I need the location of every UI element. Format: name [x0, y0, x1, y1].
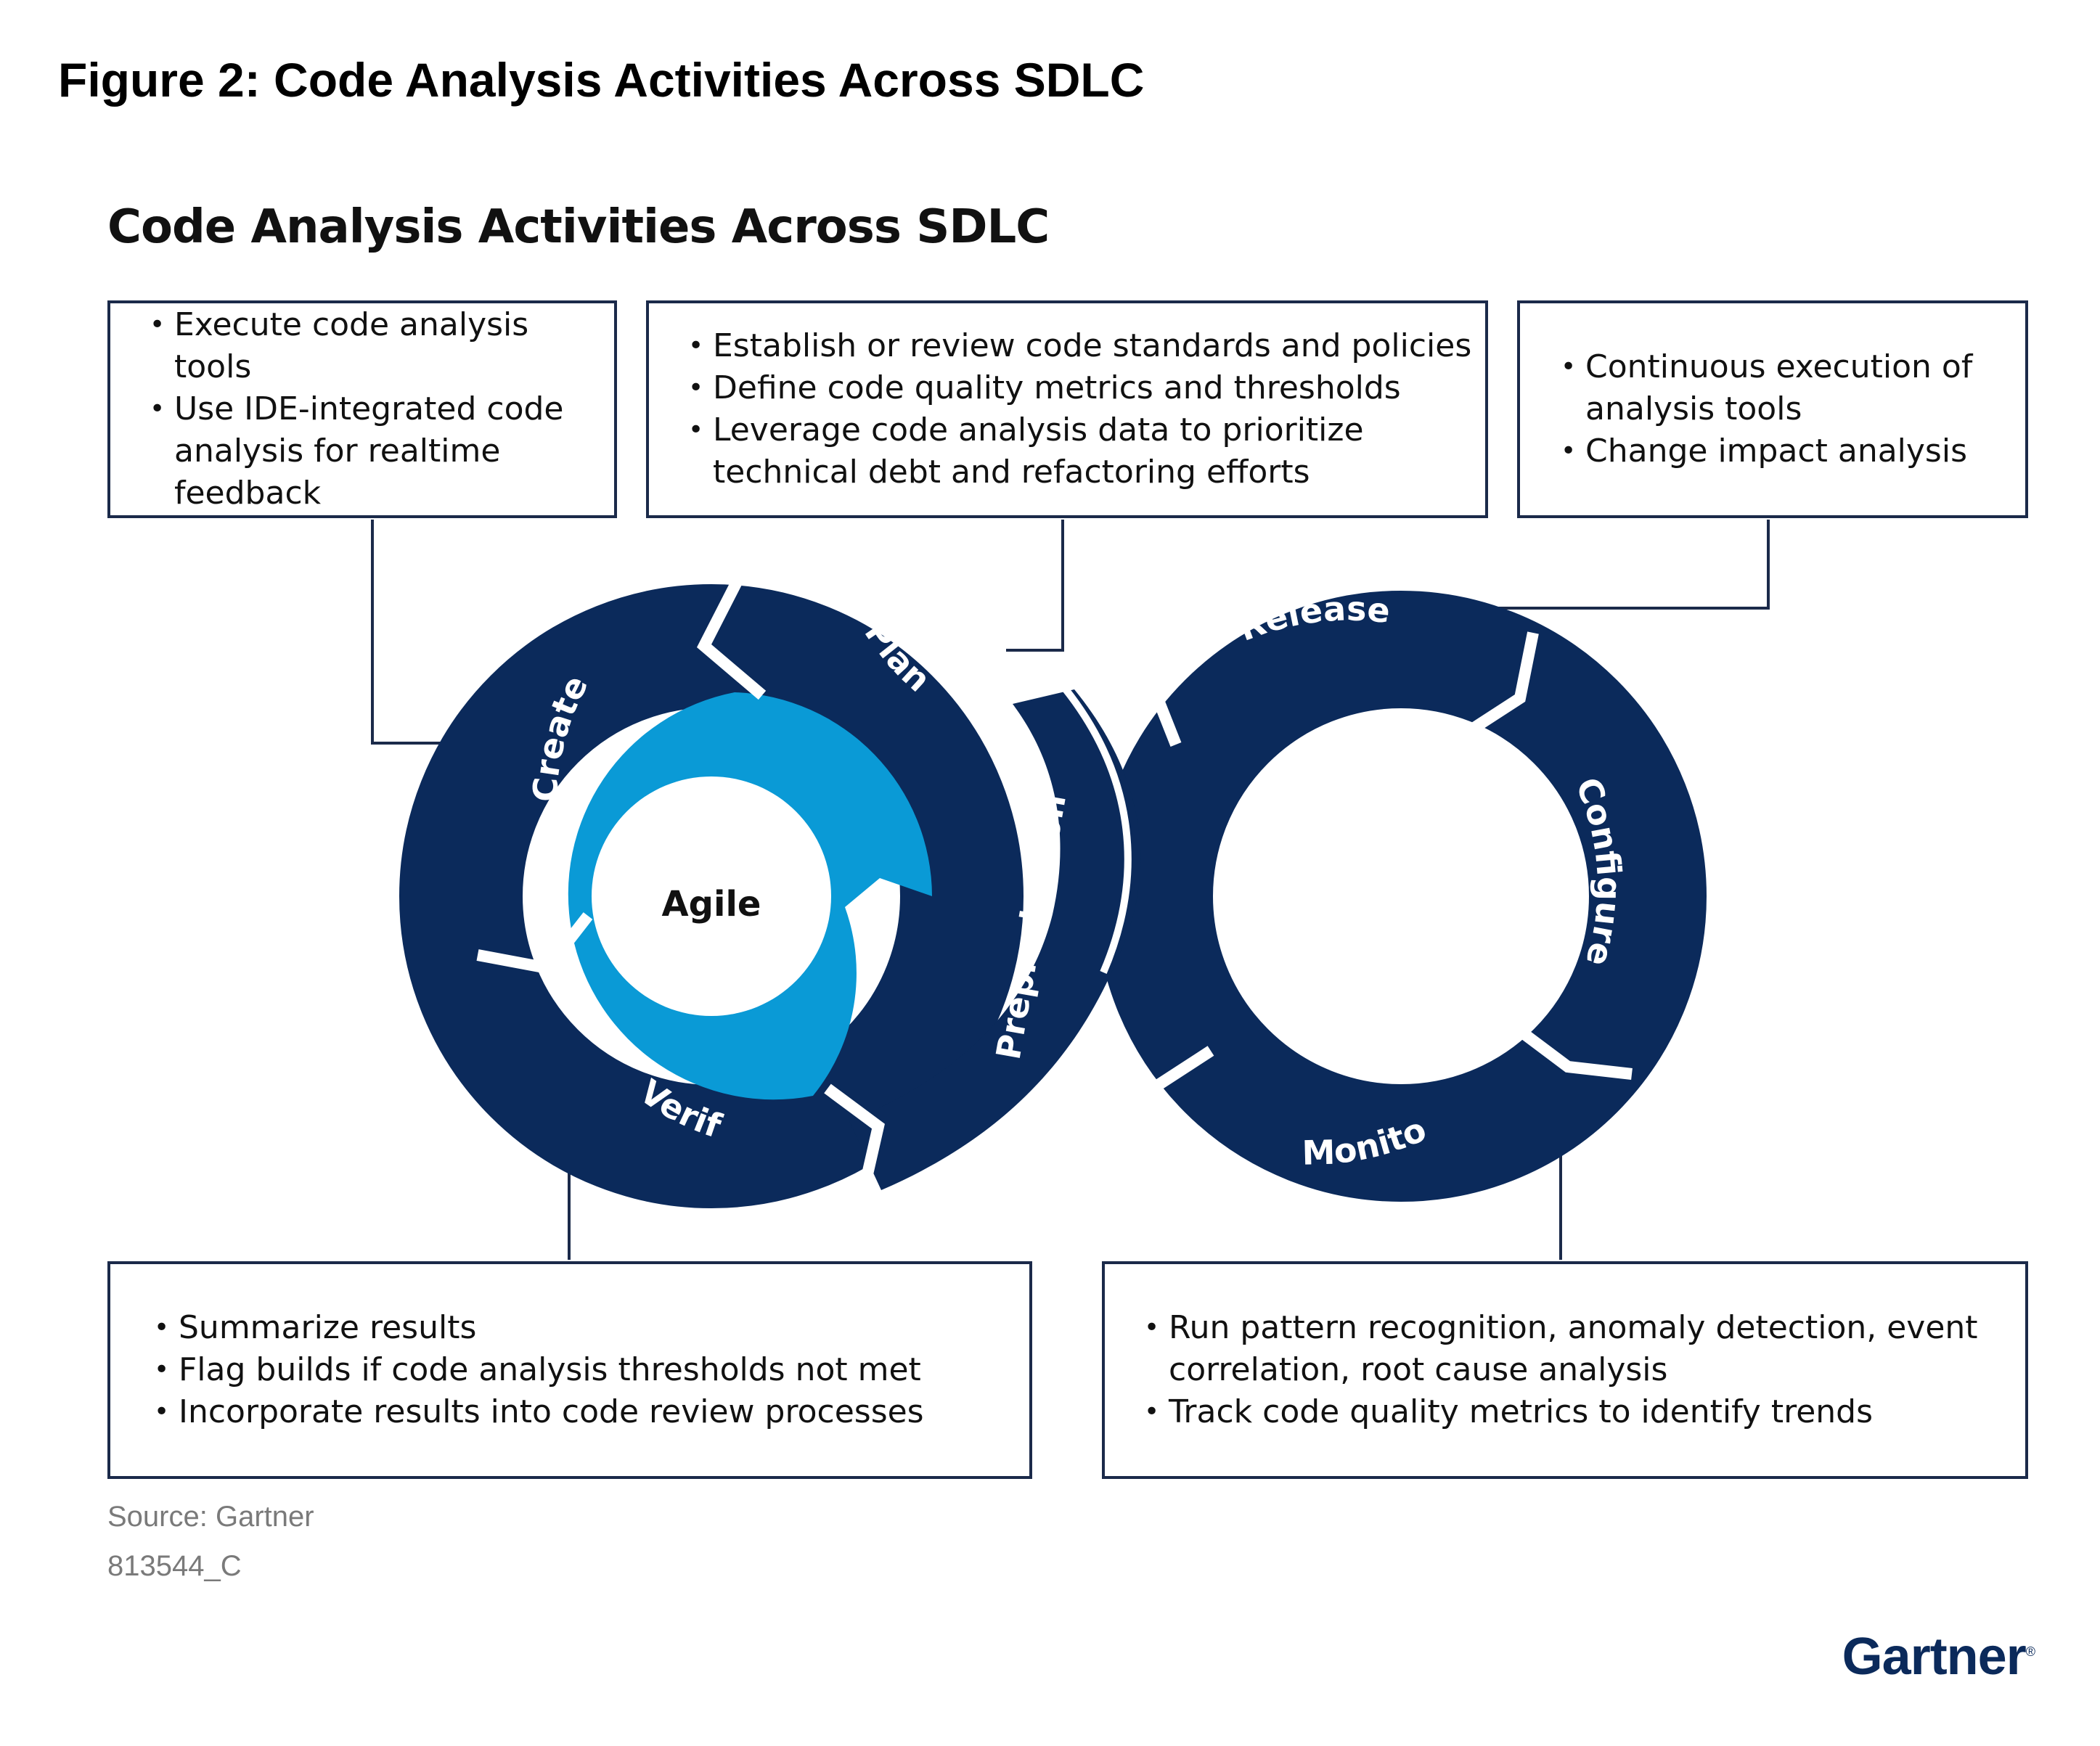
diagram-title: Code Analysis Activities Across SDLC — [107, 200, 1050, 254]
separator-verify-preproduction — [824, 1083, 885, 1192]
agile-center-label: Agile — [662, 884, 761, 925]
plan-activity-item: Define code quality metrics and threshol… — [688, 367, 1471, 409]
preproduction-band-edge — [1057, 679, 1132, 974]
release-activities-box: Continuous execution of analysis tools C… — [1517, 300, 2028, 518]
verify-activities-box: Summarize results Flag builds if code an… — [107, 1261, 1032, 1479]
gartner-logo: Gartner® — [1842, 1627, 2035, 1686]
plan-activity-item: Establish or review code standards and p… — [688, 325, 1471, 367]
release-activity-item: Change impact analysis — [1561, 430, 1992, 472]
source-note: Source: Gartner — [107, 1501, 314, 1533]
gartner-logo-text: Gartner — [1842, 1628, 2027, 1686]
separator-configure-monitor — [1506, 1018, 1633, 1080]
plan-activities-box: Establish or review code standards and p… — [646, 300, 1488, 518]
separator-release-configure — [1463, 631, 1539, 738]
create-activity-item: Use IDE-integrated code analysis for rea… — [150, 388, 602, 515]
ops-ring — [1095, 591, 1707, 1202]
registered-mark: ® — [2025, 1644, 2035, 1659]
verify-activity-item: Incorporate results into code review pro… — [154, 1391, 924, 1433]
figure-code: 813544_C — [107, 1550, 242, 1582]
monitor-activity-item: Run pattern recognition, anomaly detecti… — [1144, 1307, 1996, 1391]
verify-activity-item: Flag builds if code analysis thresholds … — [154, 1349, 924, 1391]
create-activities-box: Execute code analysis tools Use IDE-inte… — [107, 300, 617, 518]
preproduction-band — [849, 689, 1141, 1190]
figure-title: Figure 2: Code Analysis Activities Acros… — [58, 53, 1145, 107]
separator-monitor-ops — [1144, 1046, 1214, 1155]
monitor-activity-item: Track code quality metrics to identify t… — [1144, 1391, 1996, 1433]
separator-create-plan — [696, 578, 767, 700]
release-activity-item: Continuous execution of analysis tools — [1561, 346, 1992, 430]
plan-connector — [1006, 520, 1064, 652]
create-activity-item: Execute code analysis tools — [150, 304, 614, 388]
plan-activity-item: Leverage code analysis data to prioritiz… — [688, 409, 1366, 493]
monitor-activities-box: Run pattern recognition, anomaly detecti… — [1102, 1261, 2028, 1479]
verify-activity-item: Summarize results — [154, 1307, 924, 1349]
separator-create-verify — [476, 912, 593, 975]
agile-center-disc — [592, 776, 831, 1016]
separator-ops-release — [1096, 669, 1182, 747]
release-connector — [1481, 520, 1770, 610]
